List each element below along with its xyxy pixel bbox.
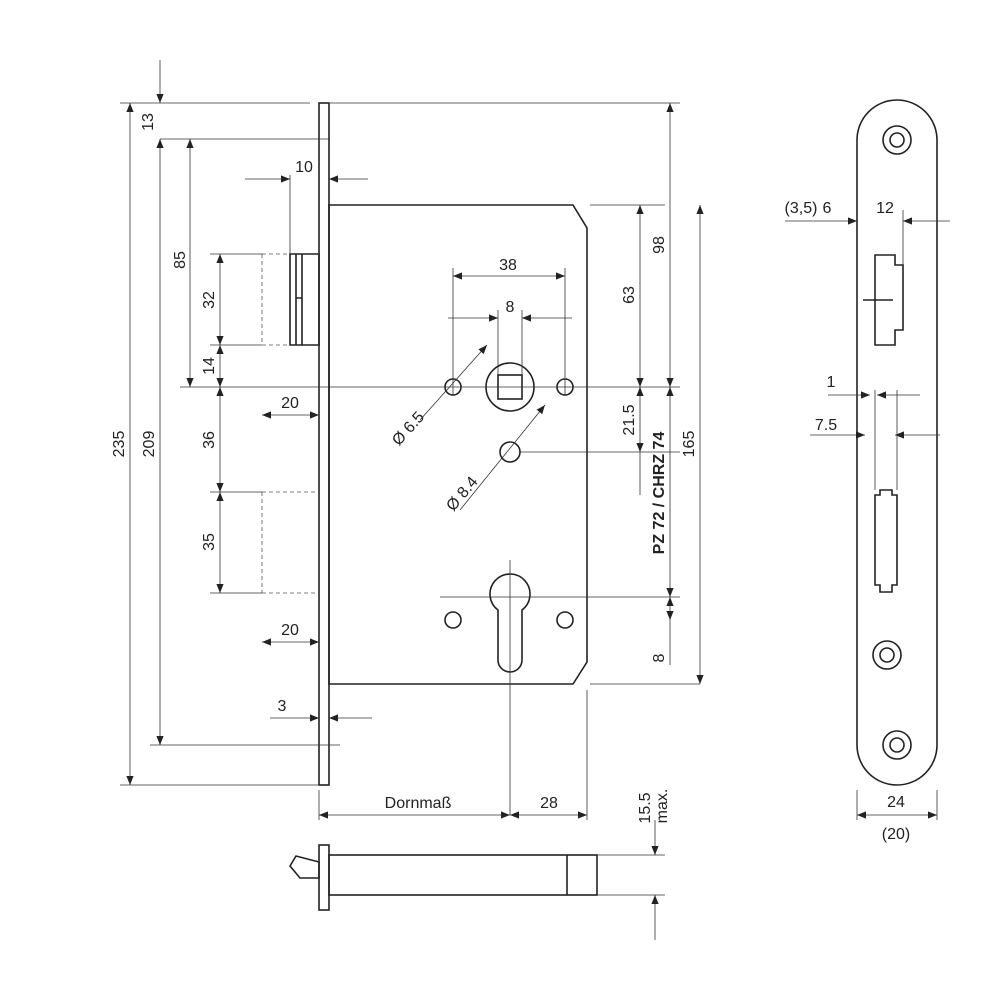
leader-8-4 <box>459 404 546 511</box>
label-20-paren: (20) <box>882 826 910 843</box>
label-7-5: 7.5 <box>815 417 837 434</box>
label-3: 3 <box>278 698 287 715</box>
label-38: 38 <box>499 257 517 274</box>
lock-case <box>328 204 588 685</box>
bottom-ext-lines <box>597 854 665 896</box>
label-12: 12 <box>876 200 894 217</box>
latch-projection <box>261 253 290 346</box>
label-24: 24 <box>887 794 905 811</box>
label-85: 85 <box>172 251 189 269</box>
label-3-5-paren: (3,5) <box>785 200 818 217</box>
bottom-latch <box>289 855 320 879</box>
side-screw-top-inner <box>889 132 905 148</box>
label-32: 32 <box>201 291 218 309</box>
label-pz72-chrz74: PZ 72 / CHRZ 74 <box>651 432 668 555</box>
label-8a: 8 <box>506 299 515 316</box>
bottom-case <box>328 854 598 896</box>
label-63: 63 <box>621 286 638 304</box>
label-209: 209 <box>141 431 158 458</box>
label-max: max. <box>654 789 671 824</box>
label-dia-8-4: Ø 8.4 <box>443 474 481 515</box>
label-6: 6 <box>823 200 832 217</box>
hole-lower-right <box>556 611 574 629</box>
label-235: 235 <box>111 431 128 458</box>
label-dornmass: Dornmaß <box>385 795 452 812</box>
label-dia-6-5: Ø 6.5 <box>389 409 428 450</box>
side-bolt-opening <box>874 489 898 593</box>
label-35: 35 <box>201 533 218 551</box>
side-screw-mid-inner <box>879 647 895 663</box>
latch-bolt <box>289 253 320 346</box>
side-latch-opening <box>874 254 904 346</box>
leader-6-5 <box>419 344 488 421</box>
extension-lines <box>120 102 588 820</box>
face-plate <box>318 102 330 786</box>
label-1: 1 <box>827 374 836 391</box>
hole-lower-left <box>444 611 462 629</box>
label-20a: 20 <box>281 395 299 412</box>
side-screw-mid-outer <box>872 640 902 670</box>
label-36: 36 <box>201 431 218 449</box>
side-screw-bottom-outer <box>882 730 912 760</box>
side-center-lines <box>874 390 898 490</box>
bottom-face-plate <box>318 844 330 911</box>
dead-bolt-projection <box>261 491 319 594</box>
side-face-plate <box>856 99 938 786</box>
label-165: 165 <box>681 431 698 458</box>
side-screw-bottom-inner <box>889 737 905 753</box>
hole-8-4 <box>499 441 521 463</box>
label-10: 10 <box>295 159 313 176</box>
label-15-5: 15.5 <box>637 792 654 823</box>
label-20b: 20 <box>281 622 299 639</box>
label-98: 98 <box>651 236 668 254</box>
label-21-5: 21.5 <box>621 404 638 435</box>
cylinder-cutout <box>489 573 531 673</box>
label-8b: 8 <box>651 653 668 662</box>
label-28: 28 <box>540 795 558 812</box>
label-13: 13 <box>140 113 157 131</box>
construction-lines <box>160 102 700 815</box>
label-14: 14 <box>201 357 218 375</box>
side-screw-top-outer <box>882 125 912 155</box>
